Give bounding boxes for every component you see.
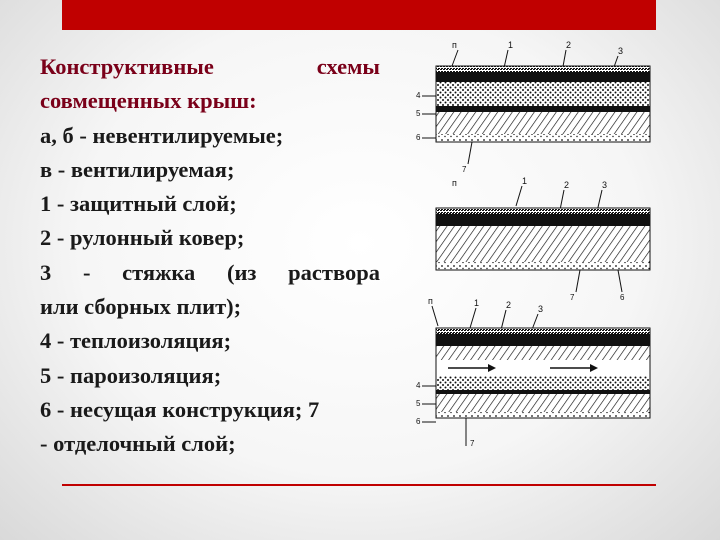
scheme-c-label-4: 4	[416, 381, 421, 390]
roof-section-diagram: п 1 2 3 4 5 6 7 п	[404, 36, 660, 456]
legend-item-ab: а, б - невентилируемые;	[40, 122, 284, 148]
scheme-a-structure	[436, 112, 650, 134]
scheme-b-label-2: 2	[564, 180, 569, 190]
scheme-a-vapor-barrier	[436, 106, 650, 112]
scheme-a-label-4: 4	[416, 91, 421, 100]
scheme-a-label-2: 2	[566, 40, 571, 50]
scheme-b-label-7: 7	[570, 293, 575, 302]
legend-item-2: 2 - рулонный ковер;	[40, 225, 245, 251]
scheme-a-label-5: 5	[416, 109, 421, 118]
scheme-c-label-6: 6	[416, 417, 421, 426]
legend-item-4: 4 - теплоизоляция;	[40, 328, 232, 354]
title-line-2: совмещенных крыш:	[40, 88, 257, 114]
scheme-c-air-gap	[436, 360, 650, 376]
scheme-c: п 1 2 3 4 5 6	[416, 296, 651, 448]
scheme-a-label-3: 3	[618, 46, 623, 56]
scheme-b-structure	[436, 226, 650, 262]
scheme-a-finish	[436, 134, 650, 142]
top-accent-bar	[62, 0, 656, 30]
scheme-b-protective-layer	[436, 208, 650, 214]
scheme-b-finish	[436, 262, 650, 270]
scheme-a-label-6: 6	[416, 133, 421, 142]
scheme-a-label-7: 7	[462, 165, 467, 174]
scheme-a-screed	[436, 82, 650, 92]
scheme-c-label-2: 2	[506, 300, 511, 310]
scheme-c-screed	[436, 346, 650, 360]
legend-item-v: в - вентилируемая;	[40, 156, 235, 182]
bottom-accent-rule	[62, 484, 656, 486]
scheme-b-label-1: 1	[522, 176, 527, 186]
scheme-a: п 1 2 3 4 5 6 7	[416, 40, 651, 174]
legend-item-1: 1 - защитный слой;	[40, 191, 237, 217]
scheme-b-roll-cover	[436, 214, 650, 226]
scheme-a-roll-cover	[436, 72, 650, 82]
scheme-b-label-3: 3	[602, 180, 607, 190]
scheme-c-insulation	[436, 376, 650, 390]
scheme-c-label-7: 7	[470, 439, 475, 448]
legend-text: Конструктивные схемы совмещенных крыш: а…	[40, 50, 380, 462]
scheme-c-structure	[436, 394, 650, 412]
scheme-c-finish	[436, 412, 650, 418]
scheme-c-label-5: 5	[416, 399, 421, 408]
scheme-c-label-1: 1	[474, 298, 479, 308]
scheme-c-label-3: 3	[538, 304, 543, 314]
scheme-b: п 1 2 3 7 6	[435, 176, 651, 302]
scheme-a-insulation	[436, 92, 650, 106]
legend-item-6: 6 - несущая конструкция; 7	[40, 396, 320, 422]
scheme-c-vapor-barrier	[436, 390, 650, 394]
scheme-a-label-p: п	[452, 40, 457, 50]
legend-item-3-cont: или сборных плит);	[40, 294, 242, 320]
scheme-c-protective-layer	[436, 328, 650, 334]
title-line-1: Конструктивные схемы	[40, 54, 380, 79]
scheme-c-label-p: п	[428, 296, 433, 306]
scheme-c-roll-cover	[436, 334, 650, 346]
scheme-a-label-1: 1	[508, 40, 513, 50]
scheme-b-label-p: п	[452, 178, 457, 188]
scheme-a-protective-layer	[436, 66, 650, 72]
slide-title: Конструктивные схемы совмещенных крыш:	[40, 50, 380, 119]
scheme-b-label-6: 6	[620, 293, 625, 302]
legend-item-3: 3 - стяжка (из раствора	[40, 259, 380, 285]
legend-item-5: 5 - пароизоляция;	[40, 362, 222, 388]
legend-item-7: - отделочный слой;	[40, 431, 236, 457]
